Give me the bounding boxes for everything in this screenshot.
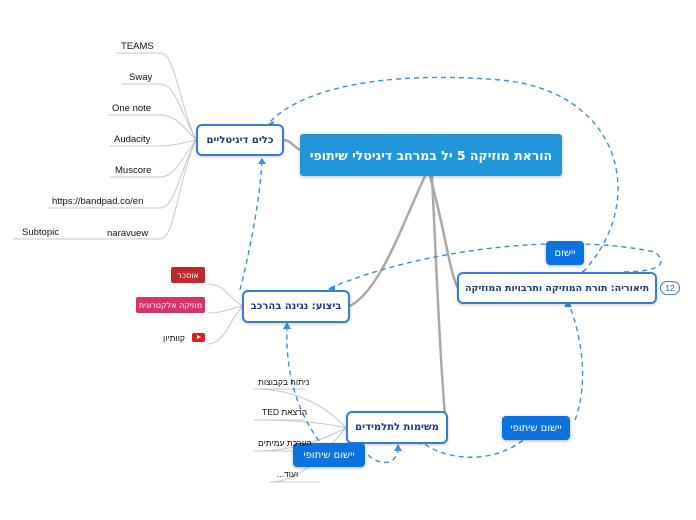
task-item[interactable]: הרצאת TED bbox=[262, 407, 308, 417]
tag-electronic-music[interactable]: מוזיקה אלקטרונית bbox=[136, 297, 205, 313]
tool-item[interactable]: naravuew bbox=[107, 228, 149, 239]
relation-apply[interactable]: יישום bbox=[546, 241, 584, 265]
task-item[interactable]: הערכת עמיתים bbox=[258, 438, 312, 448]
tool-item[interactable]: TEAMS bbox=[121, 41, 154, 52]
tag-oscar[interactable]: אוסכר bbox=[171, 267, 205, 283]
branch-digital-tools[interactable]: כלים דיגיטליים bbox=[196, 124, 284, 156]
branch-performance[interactable]: ביצוע: נגינה בהרכב bbox=[242, 290, 350, 323]
subtopic-item[interactable]: Subtopic bbox=[22, 227, 59, 238]
central-topic[interactable]: הוראת מוזיקה 5 יל במרחב דיגיטלי שיתופי bbox=[300, 134, 562, 176]
performance-item[interactable]: קוותיון bbox=[163, 333, 185, 343]
tool-item[interactable]: Muscore bbox=[115, 165, 152, 176]
branch-tasks[interactable]: משימות לתלמידים bbox=[346, 411, 448, 444]
collapse-count-badge[interactable]: 12 bbox=[660, 281, 680, 295]
youtube-icon[interactable] bbox=[192, 333, 205, 342]
branch-theory[interactable]: תיאוריה: תורת המוזיקה ותרבויות המוזיקה bbox=[457, 272, 657, 304]
tool-item[interactable]: https://bandpad.co/en bbox=[52, 196, 144, 207]
tool-item[interactable]: One note bbox=[112, 103, 152, 114]
tool-item[interactable]: Sway bbox=[129, 72, 153, 83]
tool-item[interactable]: Audacity bbox=[114, 134, 151, 145]
task-item[interactable]: ועוד... bbox=[277, 469, 299, 479]
relation-collab-right[interactable]: יישום שיתופי bbox=[502, 416, 570, 440]
relation-collab-left[interactable]: יישום שיתופי bbox=[293, 443, 365, 467]
task-item[interactable]: ניתוח בקבוצות bbox=[258, 377, 310, 387]
